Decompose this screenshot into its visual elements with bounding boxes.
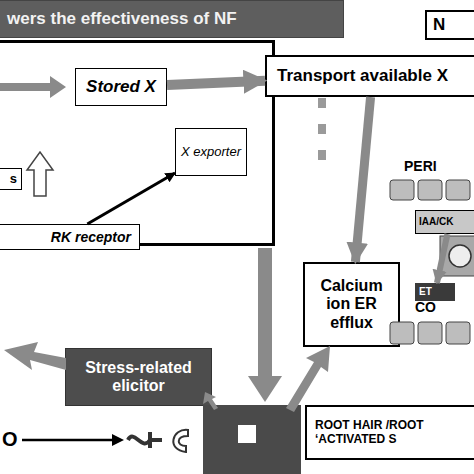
- node-text: Stored X: [86, 77, 156, 97]
- cell: [446, 180, 470, 200]
- root-hair-cell: [203, 405, 301, 474]
- elicitor-arrow: [4, 342, 66, 370]
- process-box: Calcium ion ER efflux: [303, 262, 400, 347]
- cell: [418, 180, 442, 200]
- cell: [446, 322, 470, 344]
- text-label: O: [2, 428, 18, 451]
- input-arrow: [22, 439, 112, 442]
- node-text: IAA/CK: [419, 216, 453, 228]
- panel-box: N: [425, 10, 474, 40]
- cell: [390, 180, 414, 200]
- arrow-head: [112, 434, 124, 446]
- node-text: Calcium ion ER efflux: [309, 277, 394, 332]
- title-band: wers the effectiveness of NF: [0, 0, 344, 38]
- down-arrow-head: [248, 376, 282, 402]
- process-box: Stress-related elicitor: [65, 348, 212, 406]
- node-text: Stress-related elicitor: [71, 359, 206, 396]
- nod-factor-symbol: [128, 432, 162, 448]
- node-text: Transport available X: [277, 66, 448, 86]
- process-box: RK receptor: [0, 224, 140, 250]
- process-box: Stored X: [75, 68, 167, 106]
- cell: [418, 322, 442, 344]
- node-text: wers the effectiveness of NF: [7, 9, 237, 29]
- node-text: s: [10, 172, 17, 187]
- dashed-arrow: [318, 98, 326, 165]
- process-box: Transport available X: [265, 55, 474, 97]
- node-text: RK receptor: [51, 229, 131, 245]
- receptor-symbol: [173, 430, 188, 452]
- nucleus: [449, 245, 471, 267]
- text-label: CO: [415, 299, 436, 315]
- node-text: ROOT HAIR /ROOT ‘ACTIVATED S: [315, 419, 440, 447]
- cell-box: Stored X X exporter s RK receptor: [0, 40, 275, 246]
- text-label: PERI: [404, 158, 437, 174]
- process-box: X exporter: [175, 128, 247, 176]
- signal-arrow: [203, 392, 218, 410]
- process-box: ET: [415, 283, 455, 301]
- node-text: X exporter: [181, 145, 241, 160]
- down-arrow-shaft: [258, 248, 272, 378]
- connector-arrow: [167, 81, 265, 85]
- process-box: ROOT HAIR /ROOT ‘ACTIVATED S: [305, 405, 474, 460]
- cell-nucleus: [238, 425, 256, 443]
- process-box: IAA/CK: [415, 210, 474, 234]
- signal-arrow: [286, 346, 330, 412]
- node-text: ET: [419, 286, 432, 298]
- process-box: s: [0, 168, 22, 190]
- connector-arrow: [355, 97, 370, 262]
- node-text: N: [433, 15, 445, 35]
- connector-arrow: [437, 234, 448, 283]
- cell: [390, 322, 414, 344]
